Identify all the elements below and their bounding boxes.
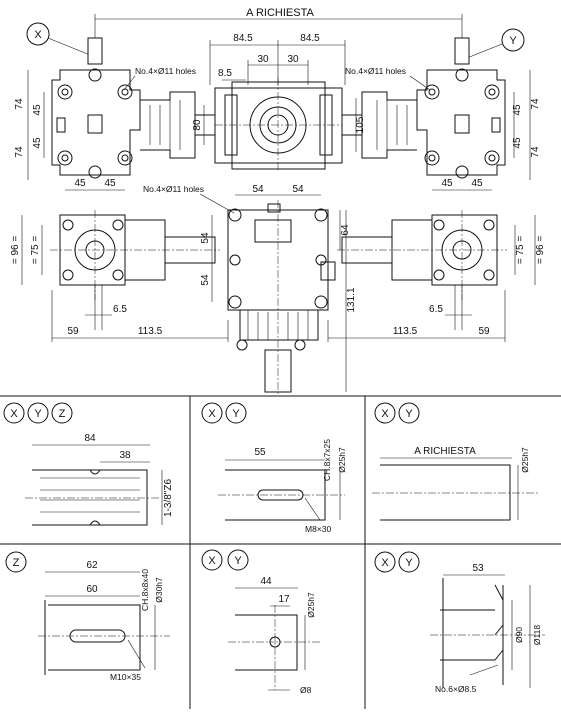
- dim-45-bottom-l2: 45: [104, 178, 116, 189]
- dim-54-top-right: 54: [292, 184, 304, 195]
- detail3-dim-richiesta: A RICHIESTA: [414, 446, 476, 457]
- detail1-dim-38: 38: [119, 450, 131, 461]
- dim-45-right-bot: 45: [512, 137, 523, 149]
- detail5-dim-dia: Ø25h7: [306, 592, 316, 618]
- holes-label-left: No.4×Ø11 holes: [135, 66, 196, 76]
- detail-grid: [0, 395, 561, 709]
- detail6-label-x: X: [381, 557, 389, 569]
- dim-96-right: = 96 =: [535, 236, 546, 265]
- detail3-label-y: Y: [405, 408, 413, 420]
- detail2-label-y: Y: [232, 408, 240, 420]
- holes-label-right: No.4×Ø11 holes: [345, 66, 406, 76]
- detail2-label-x: X: [208, 408, 216, 420]
- dim-105: 105: [355, 116, 366, 133]
- dim-74-left-bot: 74: [14, 146, 25, 158]
- detail4-dim-62: 62: [86, 560, 98, 571]
- holes-label-front: No.4×Ø11 holes: [143, 184, 204, 194]
- central-gearbox: [214, 78, 343, 172]
- detail4-dim-key: CH.8x8x40: [140, 569, 150, 611]
- left-gearbox: [51, 68, 216, 179]
- detail-pin-shaft: X Y 44 17 Ø25h7 Ø8: [201, 549, 320, 695]
- dim-64: 64: [340, 224, 351, 236]
- detail-keyed-shaft: X Y 55 CH.8x7x25 Ø25h7 M8×30: [201, 402, 347, 534]
- detail2-dim-key: CH.8x7x25: [322, 439, 332, 481]
- dim-59-left: 59: [67, 326, 79, 337]
- dim-74-left-top: 74: [14, 98, 25, 110]
- dim-45-bottom-r1: 45: [441, 178, 453, 189]
- dim-54-top-left: 54: [252, 184, 264, 195]
- dim-84-5-left: 84.5: [233, 33, 253, 44]
- dim-45-right-top: 45: [512, 104, 523, 116]
- detail2-dim-55: 55: [254, 447, 266, 458]
- detail5-label-y: Y: [234, 555, 242, 567]
- detail4-label-z: Z: [13, 557, 20, 569]
- dim-84-5-right: 84.5: [300, 33, 320, 44]
- dim-30-right: 30: [287, 54, 299, 65]
- dim-54-left-bot: 54: [200, 274, 211, 286]
- detail5-dim-17: 17: [278, 594, 290, 605]
- dim-74-right-bot: 74: [530, 146, 541, 158]
- dim-30-left: 30: [257, 54, 269, 65]
- dim-75-right: = 75 =: [515, 236, 526, 265]
- detail4-dim-60: 60: [86, 584, 98, 595]
- detail6-label-y: Y: [405, 557, 413, 569]
- detail1-label-x: X: [10, 408, 18, 420]
- dim-131-1: 131.1: [346, 287, 357, 312]
- detail-long-shaft: X Y A RICHIESTA Ø25h7: [372, 402, 540, 521]
- view-label-y: Y: [509, 35, 517, 47]
- detail-spline-shaft: X Y Z 84 38 1-3/8"Z6: [3, 402, 174, 526]
- detail4-dim-dia: Ø30h7: [154, 577, 164, 603]
- detail5-dim-44: 44: [260, 576, 272, 587]
- dim-80: 80: [192, 119, 203, 131]
- detail6-dim-holes: No.6×Ø8.5: [435, 684, 477, 694]
- dim-113-5-left: 113.5: [138, 326, 163, 337]
- dim-96-left: = 96 =: [10, 236, 21, 265]
- dim-59-right: 59: [478, 326, 490, 337]
- dim-6-5-right: 6.5: [429, 304, 443, 315]
- top-assembly: A RICHIESTA X Y: [14, 7, 541, 191]
- detail1-dim-84: 84: [84, 433, 96, 444]
- right-gearbox: [341, 68, 506, 179]
- dim-54-left-top: 54: [200, 232, 211, 244]
- dim-113-5-right: 113.5: [393, 326, 418, 337]
- detail1-label-z: Z: [59, 408, 66, 420]
- detail5-label-x: X: [208, 555, 216, 567]
- dim-75-left: = 75 =: [30, 236, 41, 265]
- detail3-dim-dia: Ø25h7: [520, 447, 530, 473]
- dim-8-5: 8.5: [218, 68, 232, 79]
- dim-45-left-bot: 45: [32, 137, 43, 149]
- detail5-dim-hole: Ø8: [300, 685, 312, 695]
- dim-45-left-top: 45: [32, 104, 43, 116]
- detail1-label-y: Y: [34, 408, 42, 420]
- detail6-dim-118: Ø118: [532, 625, 542, 645]
- front-assembly: No.4×Ø11 holes 54 54 54 54 64 131.1 = 96…: [10, 184, 546, 395]
- dim-45-bottom-r2: 45: [471, 178, 483, 189]
- dim-45-bottom-l1: 45: [74, 178, 86, 189]
- detail-z-shaft: Z 62 60 CH.8x8x40 Ø30h7 M10×35: [5, 551, 170, 682]
- dim-74-right-top: 74: [530, 98, 541, 110]
- dim-6-5-left: 6.5: [113, 304, 127, 315]
- overall-length-label: A RICHIESTA: [246, 7, 314, 19]
- detail1-dim-spline: 1-3/8"Z6: [163, 479, 174, 517]
- detail-flange: X Y 53 Ø90 Ø118 No.6×Ø8.5: [374, 551, 545, 694]
- detail2-dim-dia: Ø25h7: [337, 447, 347, 473]
- detail6-dim-90: Ø90: [514, 627, 524, 643]
- detail2-dim-thread: M8×30: [305, 524, 331, 534]
- detail6-dim-53: 53: [472, 563, 484, 574]
- detail3-label-x: X: [381, 408, 389, 420]
- view-label-x: X: [34, 29, 42, 41]
- detail4-dim-thread: M10×35: [110, 672, 141, 682]
